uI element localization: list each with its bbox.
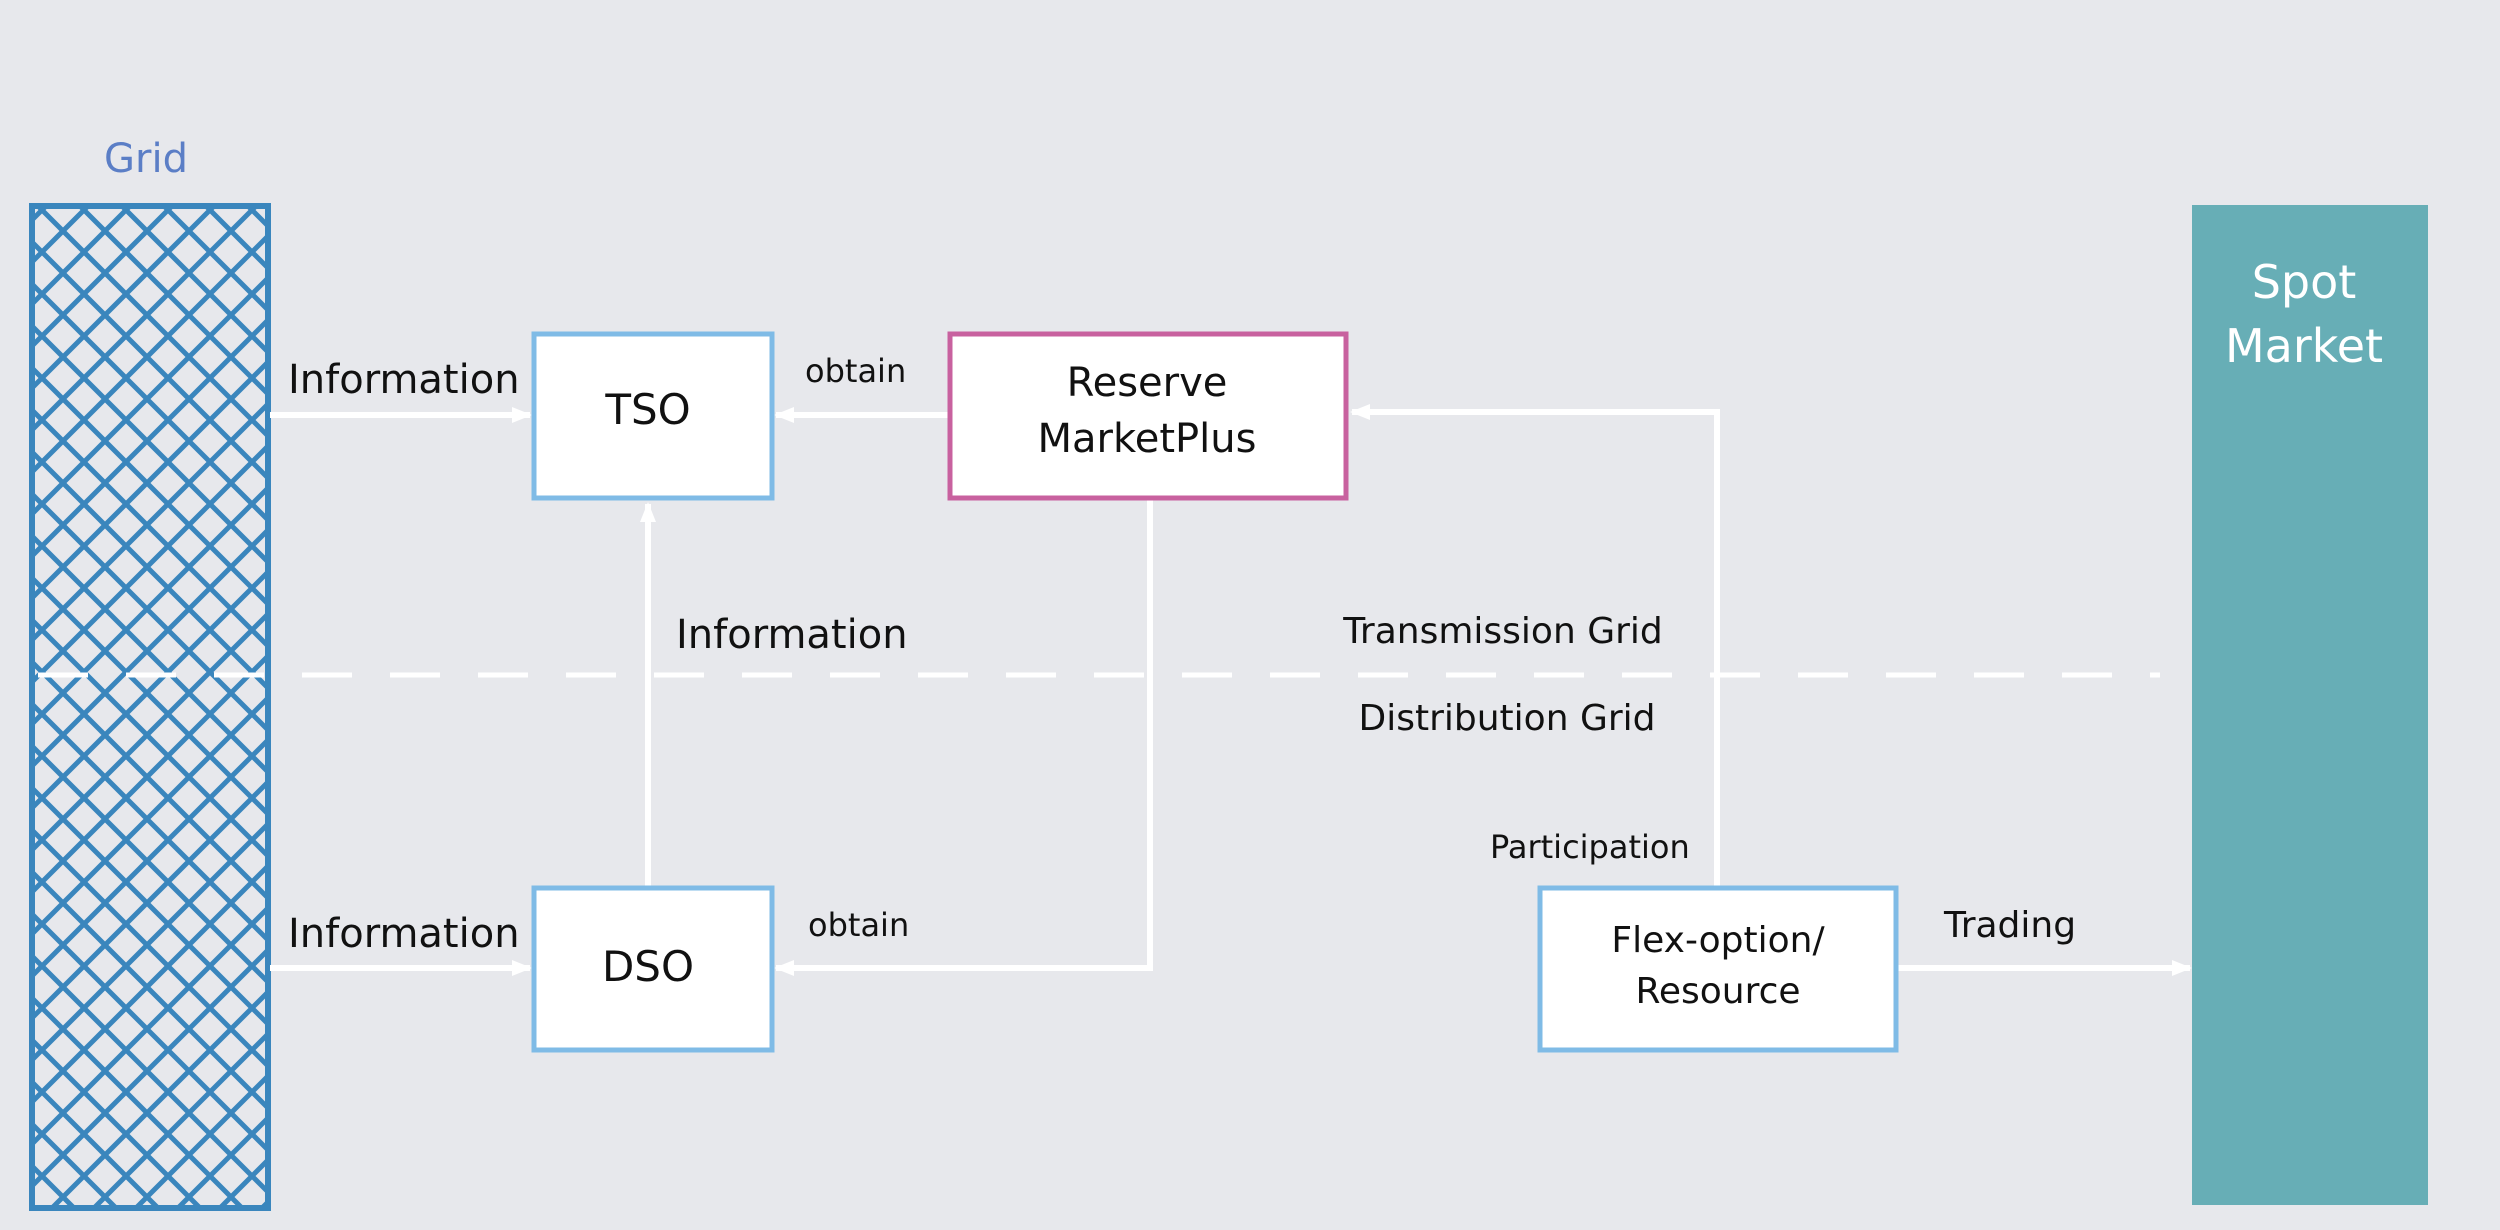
edge-label-dso-tso: Information: [676, 612, 908, 658]
node-reserve-box: [947, 331, 1349, 501]
arrow-reserve-to-dso: [774, 500, 1153, 976]
node-reserve-label-line2: MarketPlus: [1038, 416, 1257, 462]
spot-market-bar: [2192, 205, 2428, 1205]
node-flex-label-line1: Flex-option/: [1611, 920, 1825, 961]
node-tso-label: TSO: [604, 385, 690, 434]
spot-market-label-line2: Market: [2225, 319, 2383, 373]
spot-market-label-line1: Spot: [2252, 255, 2357, 309]
node-dso-box: [531, 885, 775, 1053]
node-flex-label-line2: Resource: [1635, 971, 1800, 1012]
node-reserve-label-line1: Reserve: [1067, 360, 1228, 406]
edge-label-grid-tso: Information: [288, 357, 520, 403]
zone-label-distribution: Distribution Grid: [1358, 698, 1655, 739]
node-dso-label: DSO: [602, 942, 694, 991]
edge-label-flex-spot: Trading: [1943, 905, 2076, 946]
zone-label-transmission: Transmission Grid: [1342, 611, 1663, 652]
edge-label-flex-reserve: Participation: [1490, 828, 1690, 866]
edge-label-reserve-dso: obtain: [808, 906, 909, 944]
edge-label-grid-dso: Information: [288, 911, 520, 957]
node-flex-box: [1537, 885, 1899, 1053]
node-tso-box: [531, 331, 775, 501]
edge-label-reserve-tso: obtain: [805, 352, 906, 390]
arrow-flex-to-reserve: [1350, 404, 1720, 886]
grid-hatched-bar: [29, 203, 271, 1211]
grid-title: Grid: [104, 136, 188, 182]
